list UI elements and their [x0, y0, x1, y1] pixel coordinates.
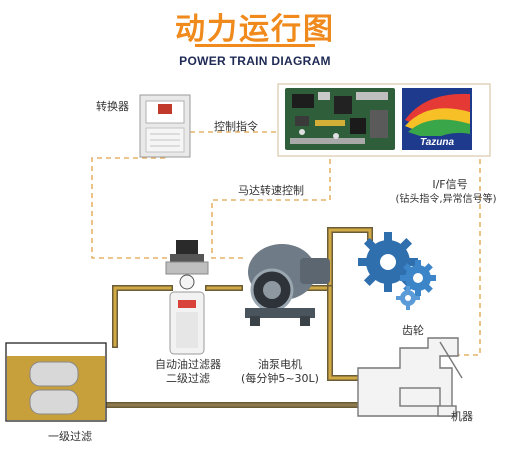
- title-underline: [195, 44, 315, 47]
- control-board-panel: [277, 83, 491, 157]
- if-signal-detail-label: (钻头指令,异常信号等): [395, 194, 497, 205]
- primary-filter-tank: [5, 342, 107, 422]
- oil-pipes: [92, 227, 373, 408]
- converter-device: [139, 94, 191, 158]
- motor-speed-line: [211, 150, 331, 259]
- primary-filter-label: 一级过滤: [48, 430, 92, 443]
- brand-logo-text: Tazuna: [419, 137, 455, 148]
- machine-device: [357, 337, 463, 417]
- motor-speed-label: 马达转速控制: [238, 184, 304, 197]
- gear-icon: [358, 232, 436, 310]
- machine-label: 机器: [451, 410, 473, 423]
- oil-filter-device: [165, 240, 209, 355]
- page-title: 动力运行图: [175, 12, 335, 47]
- page-subtitle: POWER TRAIN DIAGRAM: [179, 54, 331, 68]
- converter-pump-line: [91, 140, 180, 259]
- if-signal-label: I/F信号: [432, 178, 468, 191]
- gear-label: 齿轮: [402, 324, 424, 337]
- control-cmd-label: 控制指令: [214, 120, 258, 133]
- converter-label: 转换器: [96, 100, 129, 113]
- oil-pump-motor: [245, 244, 330, 326]
- filter-secondary-label: 二级过滤: [166, 372, 210, 385]
- pump-flow-label: (每分钟5~30L): [241, 372, 319, 385]
- filter-label: 自动油过滤器: [155, 358, 221, 371]
- pump-label: 油泵电机: [258, 358, 302, 371]
